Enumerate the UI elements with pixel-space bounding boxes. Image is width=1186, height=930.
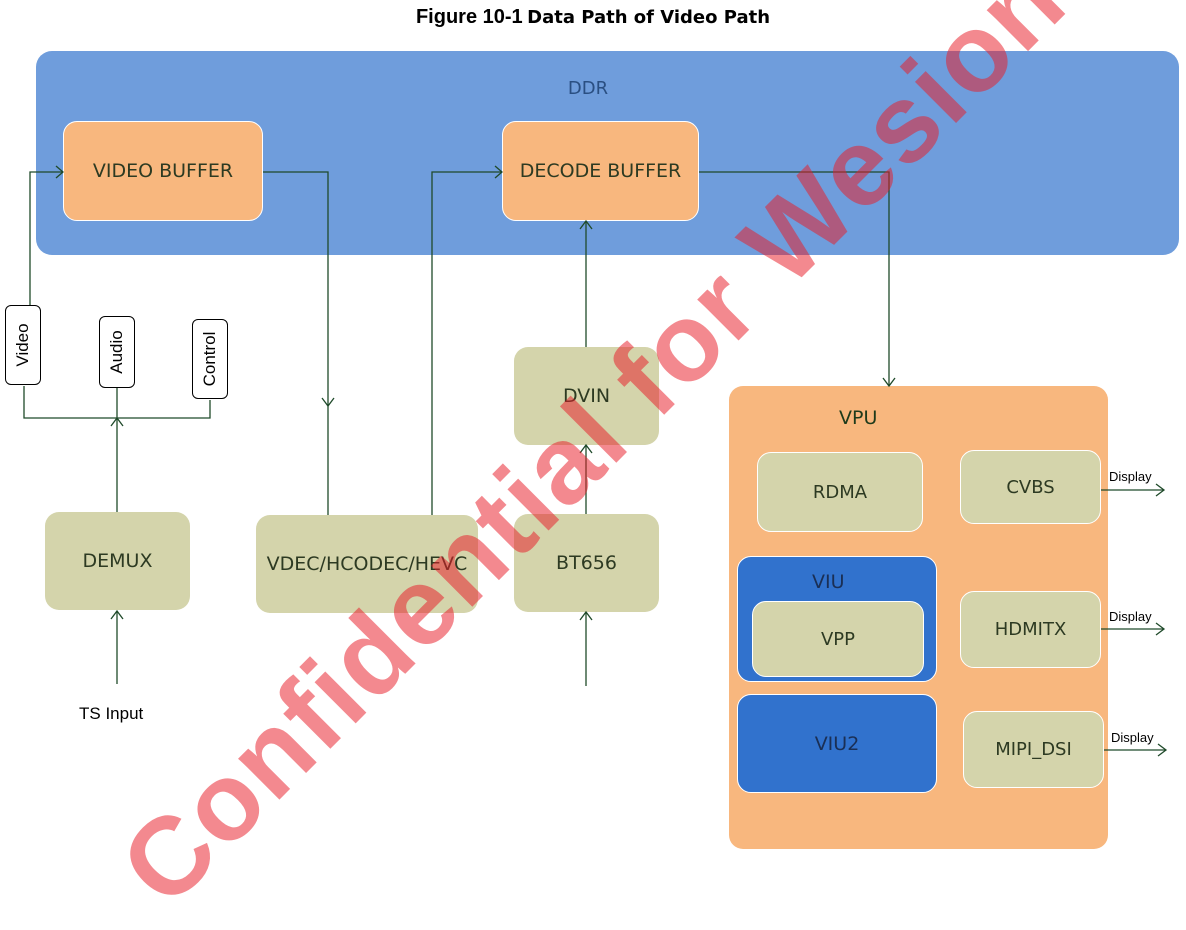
figure-caption: Data Path of Video Path bbox=[527, 7, 771, 28]
dvin-block: DVIN bbox=[514, 347, 659, 445]
bt656-block: BT656 bbox=[514, 514, 659, 612]
vdec-block: VDEC/HCODEC/HEVC bbox=[256, 515, 478, 613]
video-buffer-to-vdec-line bbox=[263, 171, 329, 515]
ddr-label: DDR bbox=[567, 78, 609, 99]
video-buffer-to-vdec-arrow bbox=[321, 397, 335, 408]
demux-up-arrow bbox=[110, 416, 124, 427]
vdec-to-decode-buffer-arrow bbox=[494, 165, 503, 179]
connector-lines bbox=[23, 165, 1168, 757]
video-to-video-buffer-line bbox=[29, 171, 63, 305]
hdmitx-block: HDMITX bbox=[960, 591, 1101, 668]
video-buffer-arrow bbox=[55, 165, 64, 179]
cvbs-block: CVBS bbox=[960, 450, 1101, 524]
cvbs-display-label: Display bbox=[1109, 469, 1152, 484]
bt656-to-dvin-arrow bbox=[579, 443, 593, 454]
vpp-block: VPP bbox=[752, 601, 924, 677]
viu-label: VIU bbox=[812, 571, 845, 593]
rdma-block: RDMA bbox=[757, 452, 923, 532]
ts-input-label: TS Input bbox=[79, 704, 144, 723]
vpu-label: VPU bbox=[839, 407, 878, 429]
decode-buffer-to-vpu-arrow bbox=[882, 377, 896, 388]
cvbs-display-arrow bbox=[1155, 483, 1166, 497]
viu2-block: VIU2 bbox=[737, 694, 937, 793]
figure-number: Figure 10-1 bbox=[415, 6, 523, 28]
control-stream-label: Control bbox=[192, 319, 228, 399]
hdmitx-display-arrow bbox=[1155, 622, 1166, 636]
video-stream-label: Video bbox=[5, 305, 41, 385]
demux-block: DEMUX bbox=[45, 512, 190, 610]
mipi-dsi-display-arrow bbox=[1157, 743, 1168, 757]
video-buffer-block: VIDEO BUFFER bbox=[63, 121, 263, 221]
decode-buffer-to-vpu-line bbox=[699, 171, 890, 386]
mipi-dsi-block: MIPI_DSI bbox=[963, 711, 1104, 788]
bt656-input-arrow bbox=[579, 610, 593, 621]
audio-stream-label: Audio bbox=[99, 316, 135, 388]
mipi-dsi-display-label: Display bbox=[1111, 730, 1154, 745]
dvin-to-decode-buffer-arrow bbox=[579, 219, 593, 230]
hdmitx-display-label: Display bbox=[1109, 609, 1152, 624]
decode-buffer-block: DECODE BUFFER bbox=[502, 121, 699, 221]
vdec-to-decode-buffer-line bbox=[431, 171, 502, 515]
figure-title: Figure 10-1 Data Path of Video Path bbox=[0, 6, 1186, 29]
ts-input-arrow bbox=[110, 609, 124, 620]
